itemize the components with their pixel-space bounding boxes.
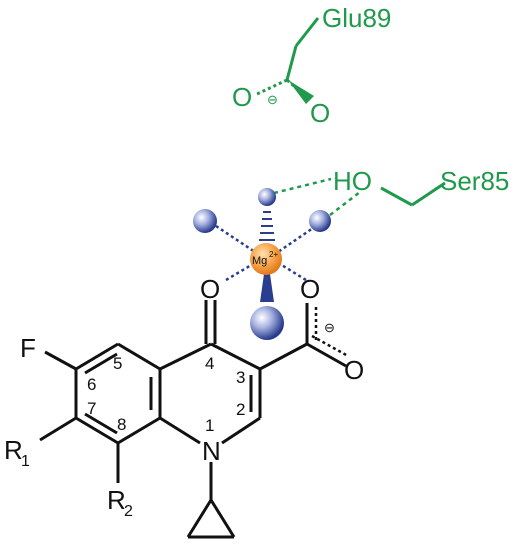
glu-negative-charge: ⊖ <box>267 92 278 107</box>
bond-c5-c6-inner <box>84 352 118 375</box>
ring-number-7: 7 <box>87 399 96 418</box>
bond-c2-n1 <box>221 416 261 445</box>
water-sphere-bottom <box>250 306 284 340</box>
coord-left-water <box>215 224 256 254</box>
ser-hydroxyl: HO <box>333 166 372 196</box>
ser85-residue <box>380 181 446 207</box>
bond-c6-f <box>44 350 77 371</box>
ser-bond-c-c <box>411 181 446 207</box>
ring-number-6: 6 <box>87 375 96 394</box>
fluorine-label: F <box>20 333 36 363</box>
glu89-residue <box>256 17 320 104</box>
glu-wedge-bond <box>288 80 314 104</box>
cyclopropyl-right <box>209 499 236 538</box>
cyclopropyl-left <box>186 499 213 538</box>
bond-c7-c8-inner <box>84 412 118 435</box>
hydrogen-bonds <box>273 177 361 216</box>
glu89-label: Glu89 <box>322 3 391 33</box>
water-sphere-left <box>193 209 217 233</box>
bond-c4-c3 <box>210 342 261 371</box>
carboxylate-delocalized <box>311 305 349 358</box>
ring-number-5: 5 <box>113 354 122 373</box>
keto-oxygen-label: O <box>200 274 220 304</box>
ser-bond-o-c <box>380 186 413 207</box>
coord-right-water <box>277 224 317 254</box>
ring-number-2: 2 <box>236 400 245 419</box>
glu-bond-chain-1 <box>294 17 320 47</box>
bond-cooh-o-right <box>306 342 347 368</box>
coord-bottom-wedge <box>260 274 274 302</box>
coord-top-hashed <box>259 211 275 241</box>
hbond-top-water <box>273 177 332 195</box>
glu-oxygen-right: O <box>310 98 330 128</box>
bond-c8-c8a <box>117 416 161 445</box>
bond-cooh-o-right-dashed <box>311 334 349 358</box>
nitrogen-label: N <box>202 436 221 466</box>
mg-coordination <box>215 211 317 282</box>
mg-symbol: Mg <box>252 255 267 267</box>
coord-acid-o <box>279 262 307 282</box>
acid-oxygen-top-label: O <box>300 274 320 304</box>
hbond-right-water <box>329 191 361 216</box>
r1-label: R <box>4 435 23 465</box>
bond-n1-c8a <box>159 416 201 445</box>
water-sphere-top <box>258 188 276 206</box>
ring-number-8: 8 <box>117 415 126 434</box>
ring-number-4: 4 <box>205 354 214 373</box>
bond-c7-c8 <box>75 416 119 445</box>
r2-label: R <box>107 485 126 515</box>
water-sphere-right <box>309 210 331 232</box>
glu-bond-chain-2 <box>285 45 298 81</box>
mg-ion <box>250 243 282 275</box>
r1-subscript: 1 <box>21 453 30 470</box>
acid-oxygen-right-label: O <box>344 355 364 385</box>
ser85-label: Ser85 <box>440 166 509 196</box>
acid-negative-charge: ⊖ <box>324 320 335 335</box>
bond-c7-r1 <box>39 416 77 442</box>
bond-c4a-c4 <box>159 342 212 371</box>
bond-c4a-c5 <box>117 342 161 371</box>
bond-c3-ccooh <box>259 342 308 371</box>
mg-charge: 2+ <box>269 250 278 259</box>
bond-c5-c6 <box>75 342 119 371</box>
ring-number-1: 1 <box>205 416 214 435</box>
glu-oxygen-left: O <box>232 82 252 112</box>
coord-keto-o <box>225 262 254 282</box>
r2-subscript: 2 <box>124 503 133 520</box>
quinolone-core <box>39 300 347 539</box>
ring-number-3: 3 <box>236 368 245 387</box>
